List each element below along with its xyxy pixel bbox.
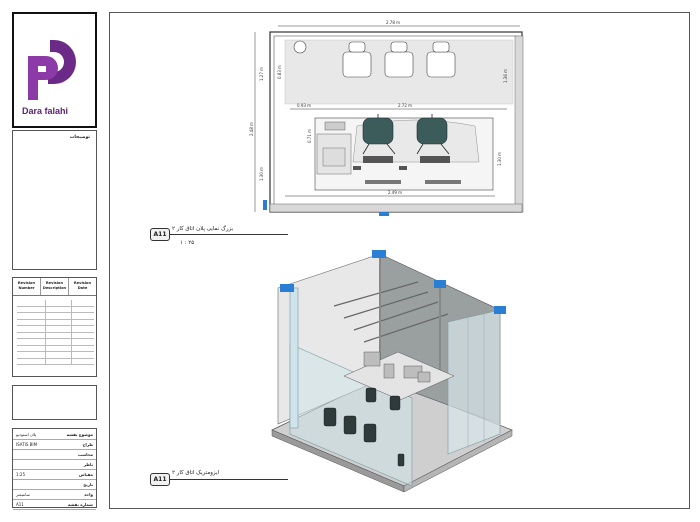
revision-row [17,352,94,359]
dim-mid-a: 0.83 m [277,65,282,79]
revision-table: Revision Number Revision Description Rev… [12,277,97,377]
dim-mid-b: 1.36 m [503,69,508,83]
brand-name: Dara falahi [22,106,69,116]
revision-row [17,306,94,313]
revision-row [17,339,94,346]
info-key: واحد [83,492,93,497]
dim-left-upper: 1.27 m [259,67,264,81]
revision-rows [17,300,94,365]
revision-header-description: Revision Description [41,278,69,295]
dim-mid-c: 0.71 m [307,129,312,143]
revision-row [17,345,94,352]
revision-header: Revision Number Revision Description Rev… [13,278,96,296]
info-row: مقیاس 1:25 [13,469,96,480]
revision-row [17,332,94,339]
revision-row [17,358,94,365]
info-key: مقیاس [78,472,93,477]
dim-bottom: 2.49 m [388,190,402,195]
brand-logo-icon [28,40,76,100]
logo-box: Dara falahi [12,12,97,128]
info-value: ISATIS BIM [16,442,38,447]
plan-view-tag: A11 [150,228,170,241]
info-value: 1:25 [16,472,25,477]
dim-left-small: 0.93 m [297,103,311,108]
info-row: واحد سانتیمتر [13,489,96,500]
dim-right-a: 1.30 m [497,152,502,166]
info-value: A11 [16,502,24,507]
dim-left-lower: 1.30 m [259,167,264,181]
plan-title-line [170,234,288,235]
revision-header-date: Revision Date [73,281,92,290]
info-row: طراح ISATIS BIM [13,439,96,450]
info-value: پلان استودیو [16,432,37,437]
isometric-view [271,250,513,493]
notes-panel: توضیحات [12,130,97,270]
plan-view-scale: ۱ : ۲۵ [180,240,195,246]
info-row: موضوع نقشه پلان استودیو [13,429,96,440]
info-key: طراح [82,442,93,447]
title-info-block: موضوع نقشه پلان استودیو طراح ISATIS BIM محاس… [12,428,97,510]
revision-row [17,300,94,307]
dim-inner: 2.72 m [398,103,412,108]
dim-top: 2.78 m [386,20,400,25]
floor-plan-view: 2.78 m 2.48 m 1.27 m 1.30 m 0.83 m 1.36 … [249,20,524,216]
info-value: سانتیمتر [16,492,30,497]
drawing-frame [109,12,690,509]
revision-row [17,319,94,326]
revision-header-number: Revision Number [13,278,41,295]
info-row: شماره نقشه A11 [13,499,96,510]
dim-height-total: 2.48 m [249,122,254,136]
revision-row [17,313,94,320]
info-key: شماره نقشه [67,502,93,507]
iso-title-line [170,479,288,480]
revision-row [17,326,94,333]
info-row: ناظر [13,459,96,470]
info-row: محاسب [13,449,96,460]
info-key: موضوع نقشه [66,432,93,437]
notes-title: توضیحات [69,135,90,140]
info-key: تاریخ [83,482,93,487]
plan-view-title: بزرگ نمایی پلان اتاق کار ۲ [172,226,234,232]
iso-view-tag: A11 [150,473,170,486]
info-key: محاسب [77,452,93,457]
info-row: تاریخ [13,479,96,490]
stamp-box [12,385,97,420]
info-key: ناظر [83,462,93,467]
iso-view-title: ایزومتریک اتاق کار ۲ [172,470,220,476]
